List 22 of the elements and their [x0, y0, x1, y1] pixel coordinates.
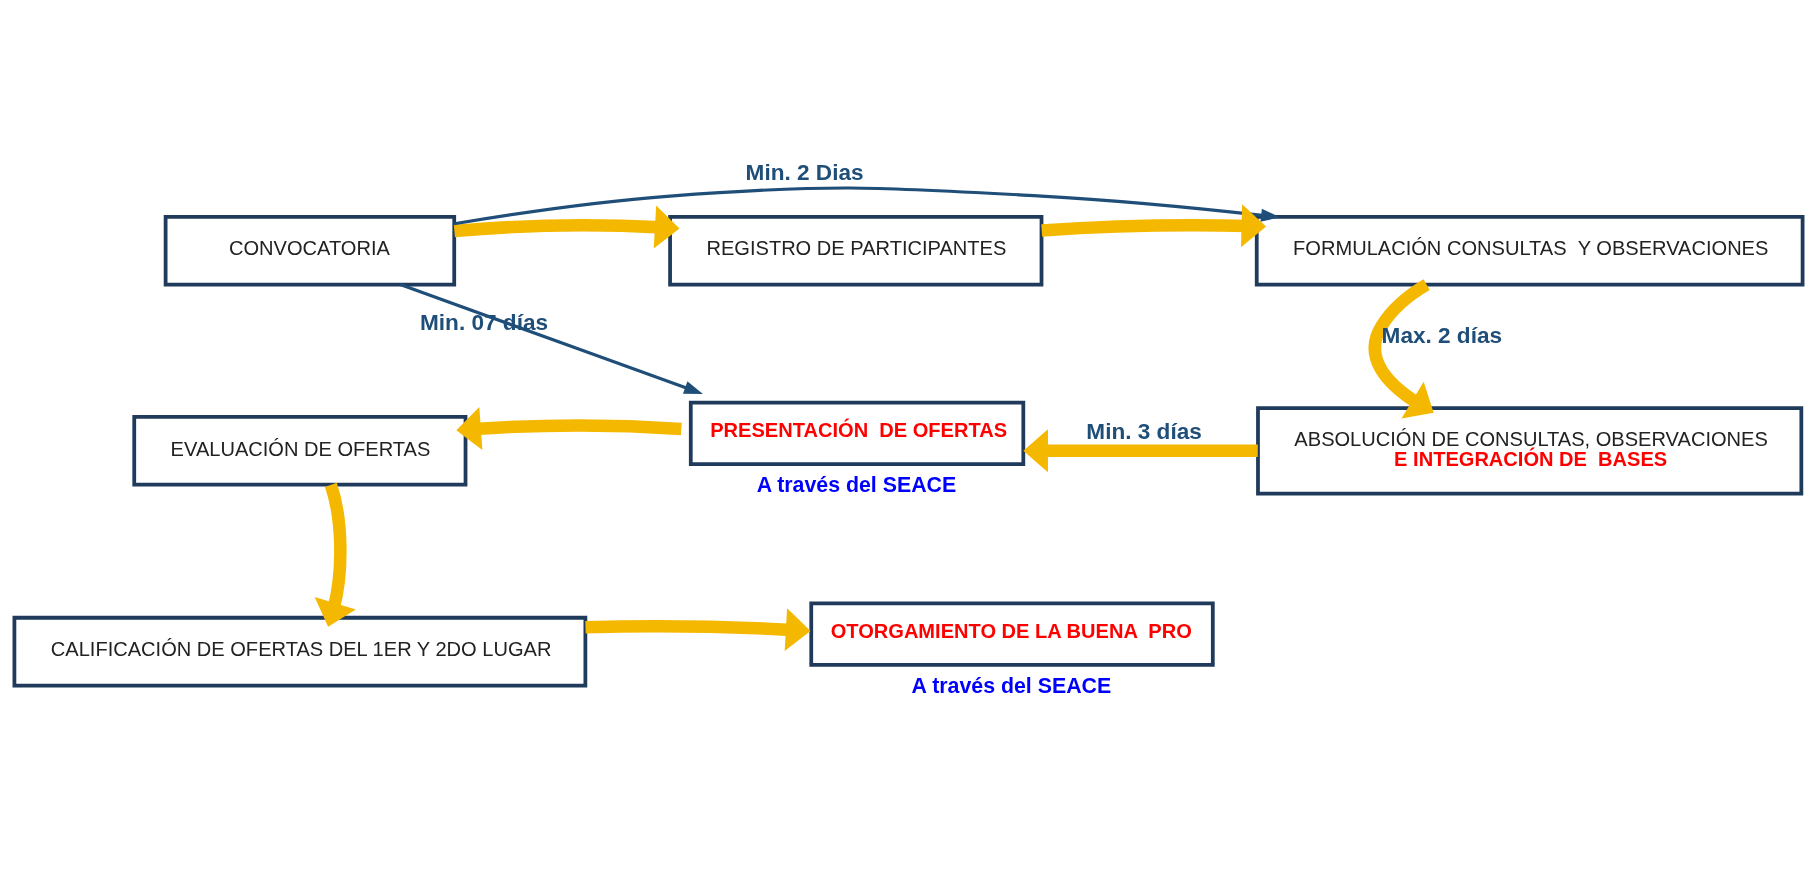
edge-label: Min. 3 días [1086, 418, 1202, 444]
edge-label: Max. 2 días [1381, 322, 1503, 348]
node-label: A través del SEACE [911, 673, 1112, 698]
arrow [399, 282, 703, 394]
arrow [1023, 428, 1258, 472]
arrow [1041, 203, 1267, 247]
arrow [585, 607, 811, 651]
arrow [453, 205, 680, 248]
node-box: ABSOLUCIÓN DE CONSULTAS, OBSERVACIONES E INTEGRACIÓN DE BASES [1256, 405, 1804, 495]
node-box: OTORGAMIENTO DE LA BUENA PRO [809, 600, 1215, 667]
node-box: CONVOCATORIA [163, 214, 457, 286]
arrow [456, 406, 682, 450]
node-box: FORMULACIÓN CONSULTAS Y OBSERVACIONES [1254, 214, 1805, 286]
node-label: A través del SEACE [756, 472, 957, 497]
edge-label: Min. 2 Dias [745, 159, 864, 185]
node-box: EVALUACIÓN DE OFERTAS [132, 414, 468, 487]
node-box: REGISTRO DE PARTICIPANTES [668, 214, 1044, 286]
node-box: PRESENTACIÓN DE OFERTAS [688, 400, 1026, 466]
arrow [314, 482, 356, 627]
arrow [1368, 278, 1434, 419]
arrow [454, 185, 1280, 225]
node-box: CALIFICACIÓN DE OFERTAS DEL 1ER Y 2DO LUGAR [12, 615, 588, 687]
